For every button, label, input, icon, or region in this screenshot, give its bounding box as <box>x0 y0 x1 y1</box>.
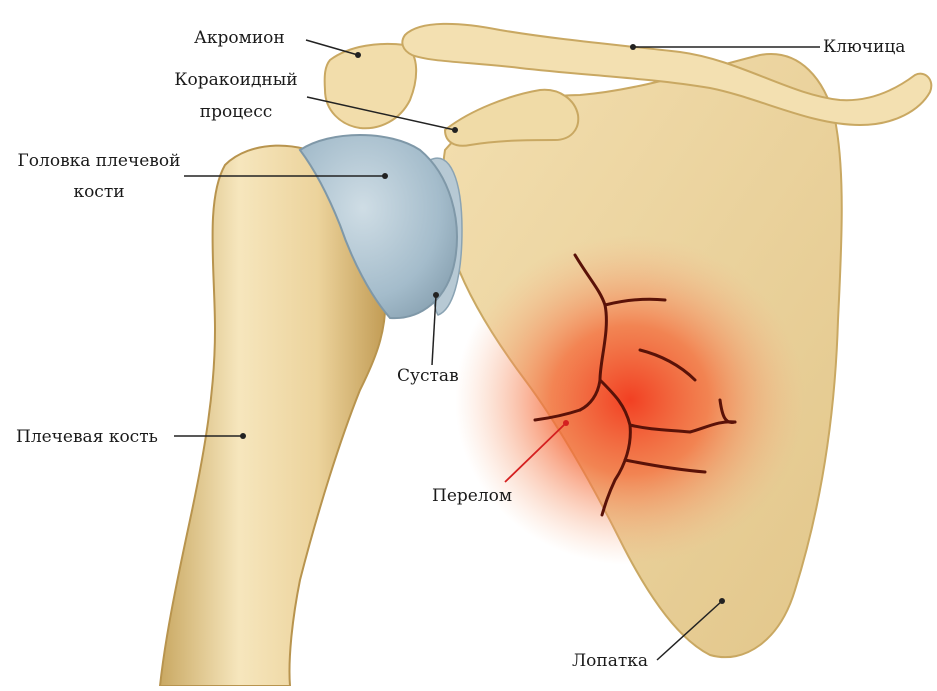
label-coracoid-line1: Коракоидный <box>166 70 306 90</box>
label-joint: Сустав <box>397 366 459 386</box>
label-clavicle: Ключица <box>823 37 905 57</box>
coracoid-process <box>445 90 578 146</box>
acromion-shape <box>325 44 417 128</box>
label-coracoid-line2: процесс <box>166 102 306 122</box>
label-acromion: Акромион <box>194 28 285 48</box>
label-scapula: Лопатка <box>572 651 648 671</box>
label-humerus: Плечевая кость <box>16 427 158 447</box>
label-humeral-head-line2: кости <box>4 182 194 202</box>
label-fracture: Перелом <box>432 486 512 506</box>
fracture-area <box>455 235 805 565</box>
fracture-dot <box>563 420 569 426</box>
label-humeral-head-line1: Головка плечевой <box>4 151 194 171</box>
